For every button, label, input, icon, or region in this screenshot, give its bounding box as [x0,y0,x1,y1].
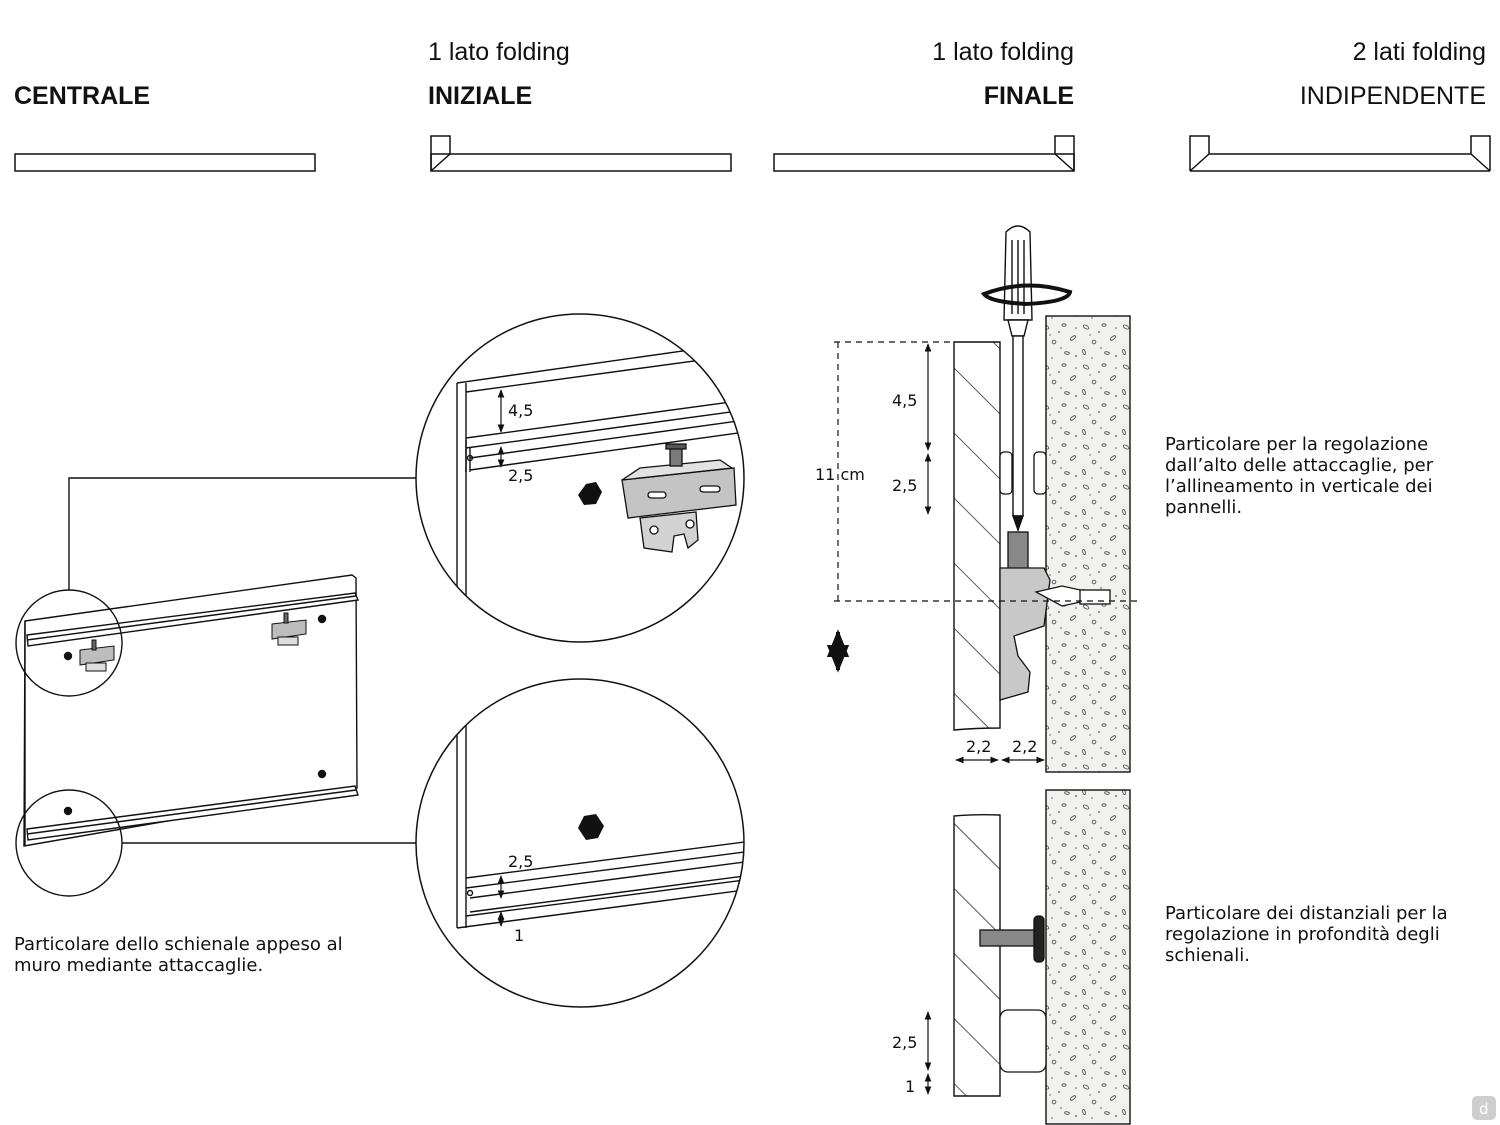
header-iniziale: INIZIALE [428,82,533,110]
callout-leader-top [68,477,417,590]
header-iniziale-subtitle: 1 lato folding [428,38,570,66]
header-centrale: CENTRALE [14,82,151,110]
panel-hanger-left-icon [79,639,115,672]
dim-section-top: 4,5 [892,391,917,410]
back-panel [23,574,360,847]
panel-section-lower [953,813,1001,1097]
dim-depth-b: 2,2 [1012,737,1037,756]
watermark-letter: d [1479,1100,1489,1118]
dim-upper-rail: 2,5 [508,466,533,485]
section-vertical-adjustment: 11 cm 4,5 2,5 2,2 2,2 [815,225,1140,773]
wall-concrete-lower [1045,789,1131,1125]
caption-vertical-adjustment: Particolare per la regolazione dall’alto… [1165,434,1434,518]
rotation-arrow-icon [980,283,1073,307]
dim-section-rail: 2,5 [892,476,917,495]
panel-section [953,341,1001,731]
spacer-screw-icon [979,915,1045,963]
dim-section-total: 11 cm [815,465,865,484]
wall-concrete [1045,315,1131,773]
hole-detail-icon [578,482,602,505]
dim-lower-rail: 2,5 [508,852,533,871]
header-indipendente: INDIPENDENTE [1299,82,1486,110]
dim-lower-bottom: 1 [514,926,524,945]
header-finale-subtitle: 1 lato folding [932,38,1074,66]
dim-upper-top: 4,5 [508,401,533,420]
profile-indipendente-icon [1189,135,1491,172]
profile-centrale-icon [14,153,316,172]
header-finale: FINALE [983,82,1074,110]
watermark-badge: d [1472,1096,1496,1120]
lower-detail-magnifier: 2,5 1 [415,678,745,1008]
rail-profile-lower [999,1009,1047,1073]
section-depth-adjustment: 2,5 1 [892,789,1131,1125]
profile-iniziale-icon [430,135,732,172]
hole-detail-lower-icon [578,814,604,840]
dim-depth-a: 2,2 [966,737,991,756]
caption-depth-adjustment: Particolare dei distanziali per la regol… [1165,903,1448,966]
upper-detail-magnifier: 4,5 2,5 [415,313,745,643]
header-indipendente-subtitle: 2 lati folding [1352,38,1486,66]
caption-panel: Particolare dello schienale appeso al mu… [14,934,343,976]
hanger-detail-icon [621,443,737,553]
profile-icons [14,135,1491,172]
panel-hanger-right-icon [271,612,307,646]
dim-depth-rail: 2,5 [892,1033,917,1052]
dim-depth-bottom: 1 [905,1077,915,1096]
screwdriver-icon [1003,225,1033,533]
profile-finale-icon [773,135,1075,172]
